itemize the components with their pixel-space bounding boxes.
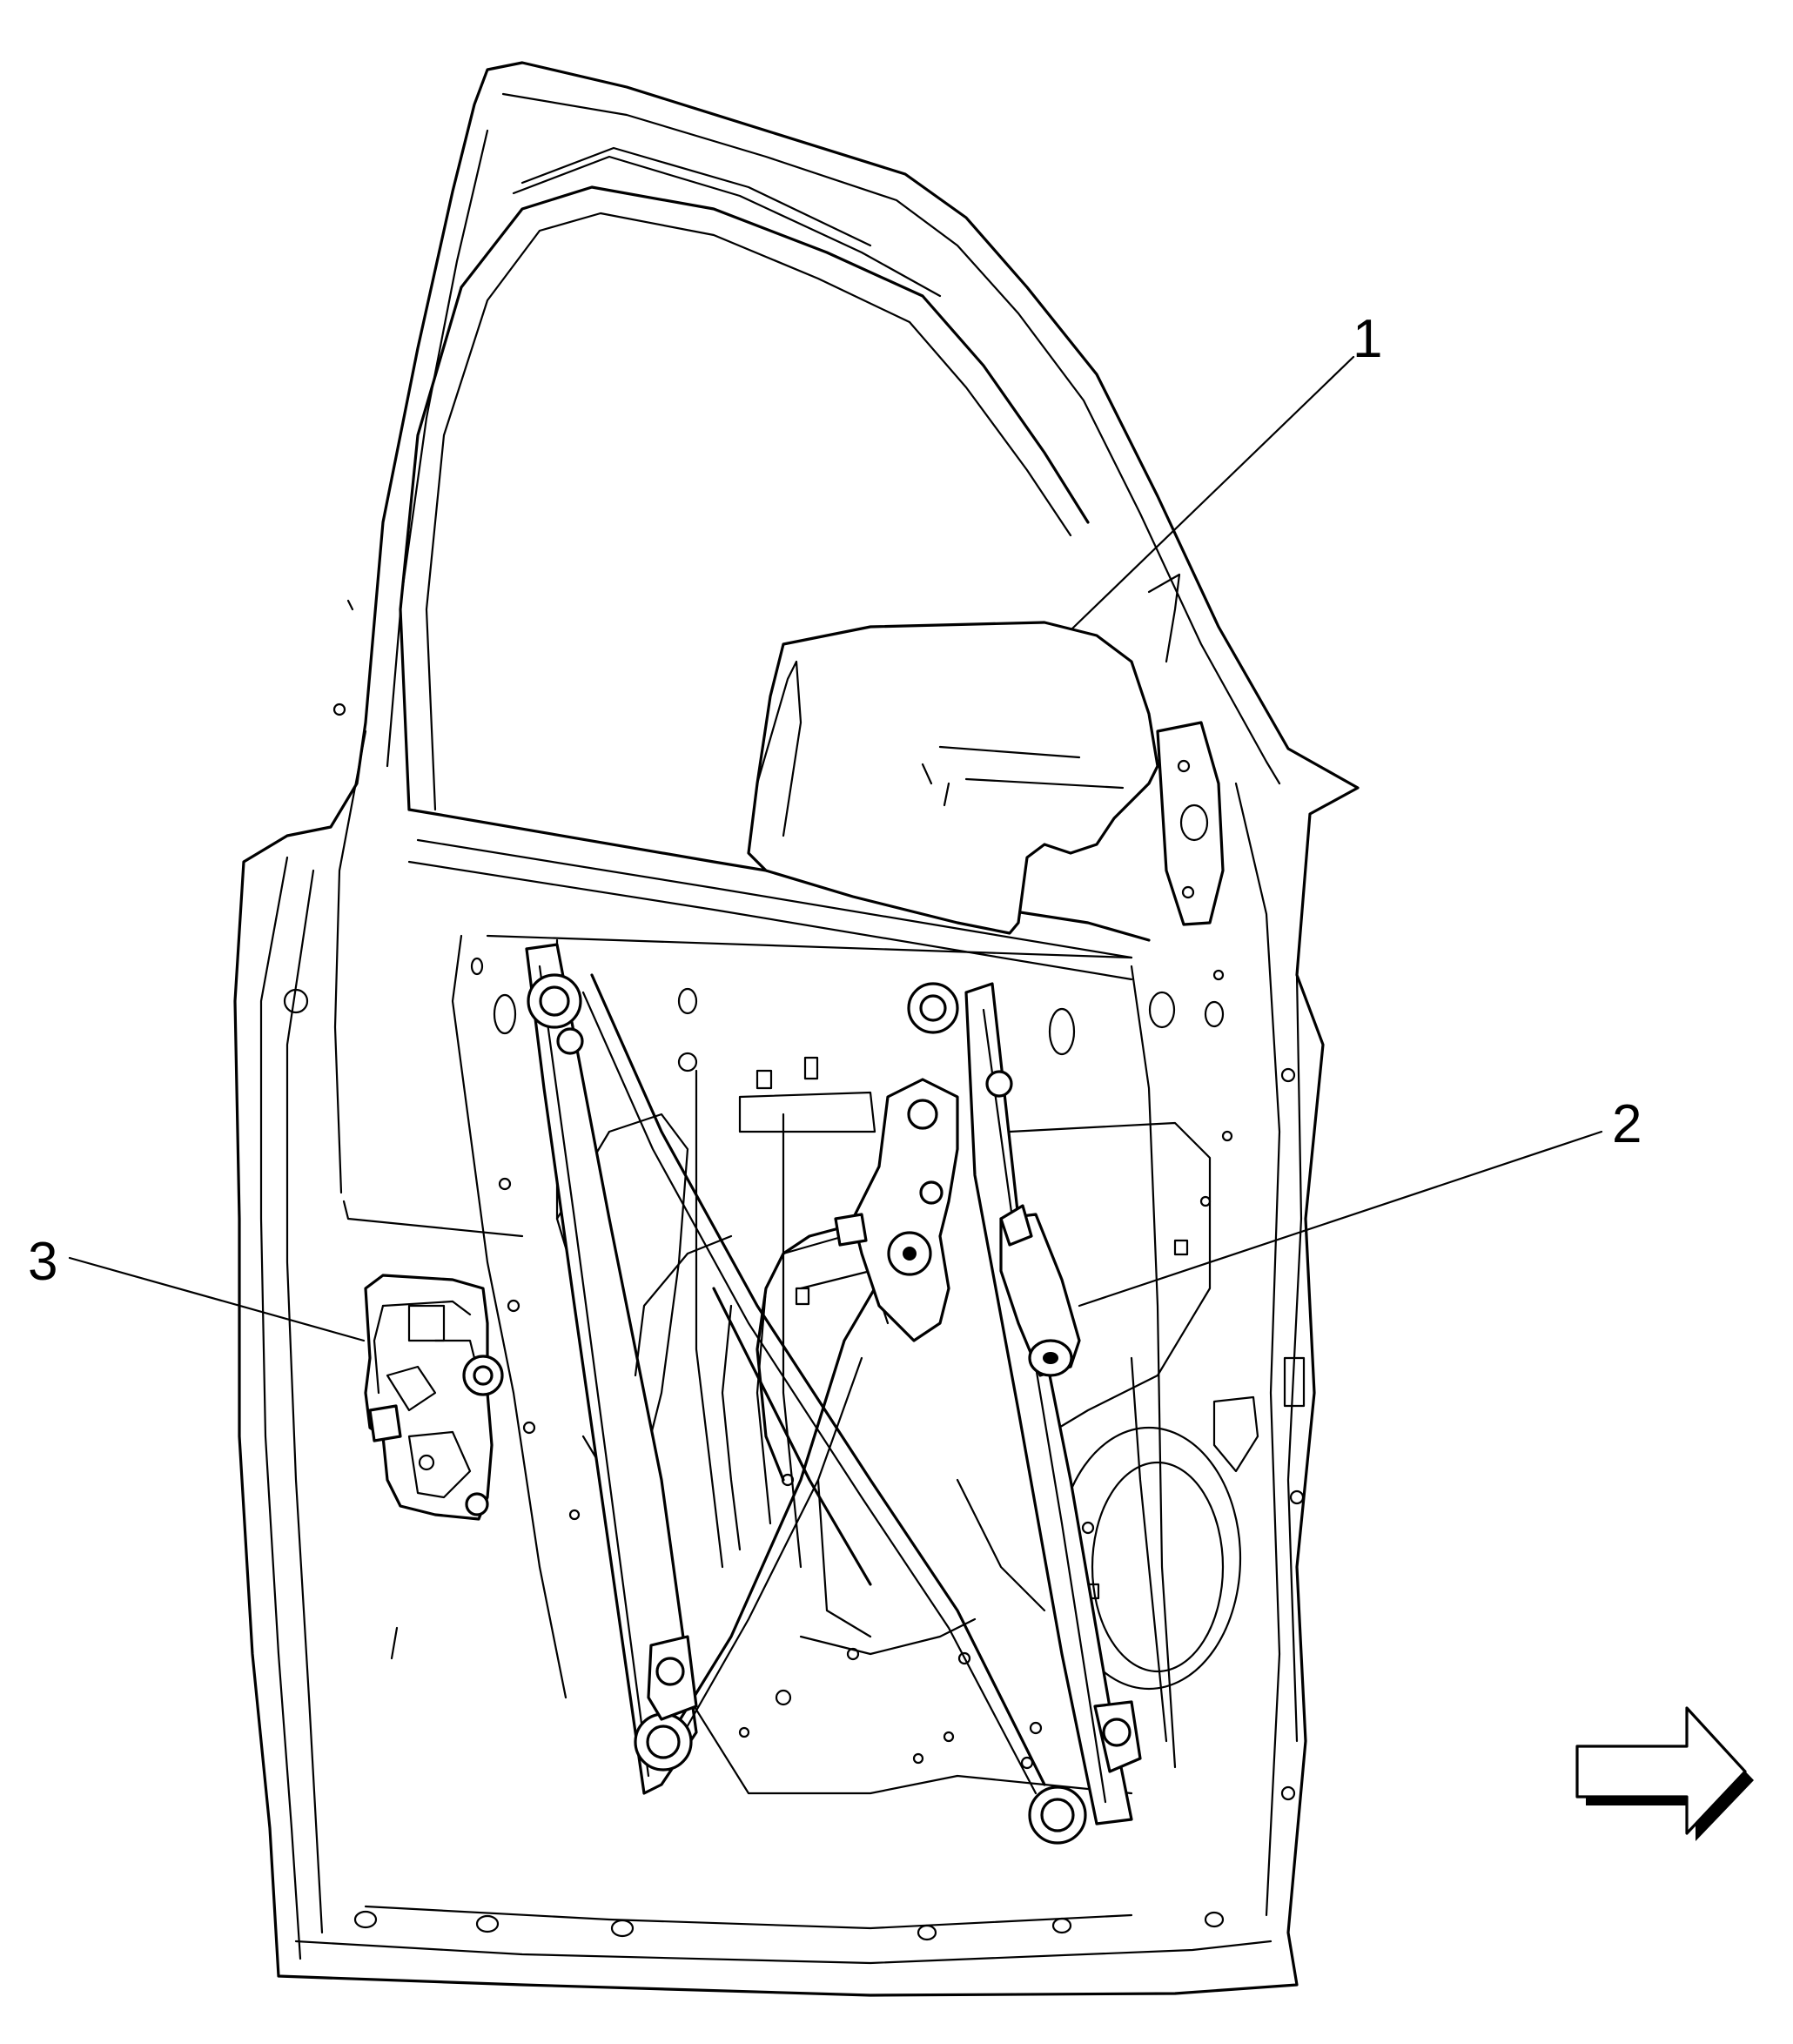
forward-arrow-icon bbox=[1575, 1706, 1754, 1841]
leader-line-1 bbox=[1071, 355, 1355, 630]
outside-mirror bbox=[747, 573, 1225, 935]
window-frame bbox=[399, 146, 1151, 981]
leader-line-2 bbox=[1078, 1130, 1603, 1308]
door-latch bbox=[364, 1274, 504, 1521]
leader-line-3 bbox=[68, 1256, 366, 1342]
door-frame bbox=[233, 61, 1360, 1997]
callout-2: 2 bbox=[1612, 1094, 1642, 1154]
callout-3: 3 bbox=[28, 1232, 57, 1292]
leader-lines bbox=[68, 355, 1603, 1342]
callout-1: 1 bbox=[1353, 309, 1382, 369]
window-regulator bbox=[525, 943, 1142, 1845]
